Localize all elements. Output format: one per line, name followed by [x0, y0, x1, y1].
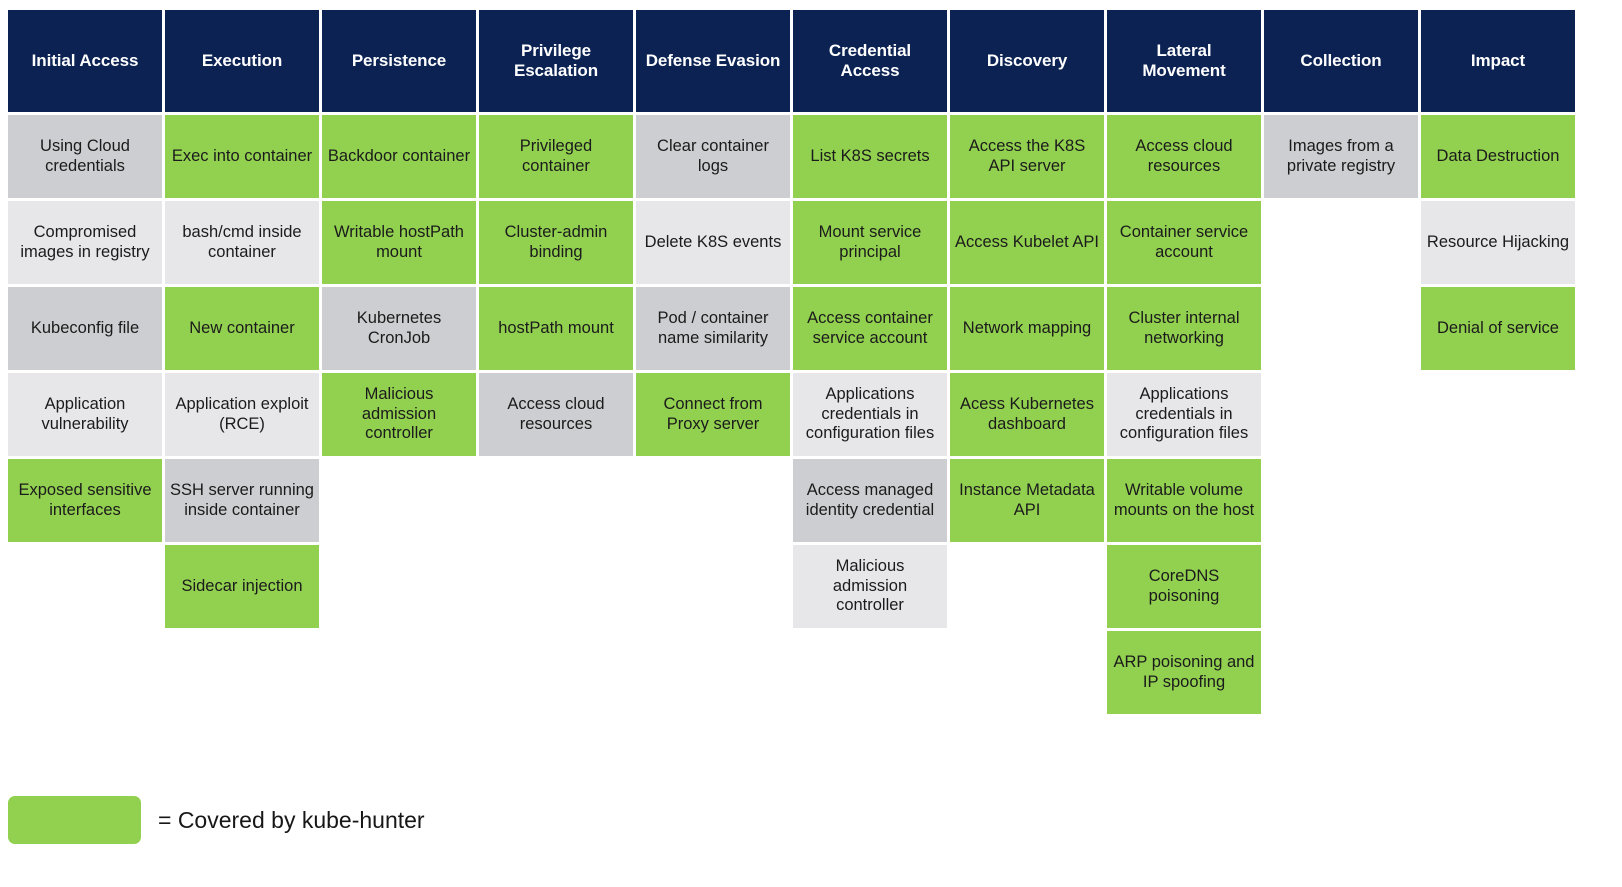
technique-cell[interactable]: Privileged container	[479, 115, 633, 198]
technique-cell[interactable]: Access cloud resources	[479, 373, 633, 456]
technique-cell[interactable]: CoreDNS poisoning	[1107, 545, 1261, 628]
column-header: Privilege Escalation	[479, 10, 633, 112]
technique-cell[interactable]: Container service account	[1107, 201, 1261, 284]
technique-cell[interactable]: Cluster-admin binding	[479, 201, 633, 284]
technique-cell[interactable]: Network mapping	[950, 287, 1104, 370]
technique-cell[interactable]: Writable hostPath mount	[322, 201, 476, 284]
technique-cell[interactable]: SSH server running inside container	[165, 459, 319, 542]
technique-cell[interactable]: Access the K8S API server	[950, 115, 1104, 198]
technique-cell[interactable]: List K8S secrets	[793, 115, 947, 198]
column-header: Credential Access	[793, 10, 947, 112]
technique-cell[interactable]: Connect from Proxy server	[636, 373, 790, 456]
technique-cell[interactable]: Cluster internal networking	[1107, 287, 1261, 370]
technique-cell[interactable]: Acess Kubernetes dashboard	[950, 373, 1104, 456]
technique-cell[interactable]: Instance Metadata API	[950, 459, 1104, 542]
technique-cell[interactable]: Mount service principal	[793, 201, 947, 284]
technique-cell[interactable]: New container	[165, 287, 319, 370]
technique-cell[interactable]: Exec into container	[165, 115, 319, 198]
technique-cell[interactable]: Writable volume mounts on the host	[1107, 459, 1261, 542]
column-header: Initial Access	[8, 10, 162, 112]
column-header: Persistence	[322, 10, 476, 112]
technique-cell[interactable]: Clear container logs	[636, 115, 790, 198]
technique-cell[interactable]: Kubernetes CronJob	[322, 287, 476, 370]
technique-cell[interactable]: Backdoor container	[322, 115, 476, 198]
technique-cell[interactable]: Data Destruction	[1421, 115, 1575, 198]
technique-cell[interactable]: Denial of service	[1421, 287, 1575, 370]
technique-cell[interactable]: bash/cmd inside container	[165, 201, 319, 284]
technique-cell[interactable]: Malicious admission controller	[793, 545, 947, 628]
column-header: Lateral Movement	[1107, 10, 1261, 112]
column-header: Defense Evasion	[636, 10, 790, 112]
column-header: Impact	[1421, 10, 1575, 112]
technique-cell[interactable]: Access Kubelet API	[950, 201, 1104, 284]
legend-label: = Covered by kube-hunter	[158, 806, 425, 833]
technique-cell[interactable]: Exposed sensitive interfaces	[8, 459, 162, 542]
technique-cell[interactable]: Application vulnerability	[8, 373, 162, 456]
technique-cell[interactable]: Images from a private registry	[1264, 115, 1418, 198]
column-header: Collection	[1264, 10, 1418, 112]
column-header: Discovery	[950, 10, 1104, 112]
technique-cell[interactable]: Access container service account	[793, 287, 947, 370]
technique-cell[interactable]: Using Cloud credentials	[8, 115, 162, 198]
technique-cell[interactable]: hostPath mount	[479, 287, 633, 370]
technique-cell[interactable]: Malicious admission controller	[322, 373, 476, 456]
technique-cell[interactable]: Access cloud resources	[1107, 115, 1261, 198]
technique-cell[interactable]: Access managed identity credential	[793, 459, 947, 542]
technique-cell[interactable]: ARP poisoning and IP spoofing	[1107, 631, 1261, 714]
legend: = Covered by kube-hunter	[8, 796, 425, 844]
technique-cell[interactable]: Delete K8S events	[636, 201, 790, 284]
technique-cell[interactable]: Kubeconfig file	[8, 287, 162, 370]
column-header: Execution	[165, 10, 319, 112]
technique-cell[interactable]: Application exploit (RCE)	[165, 373, 319, 456]
technique-cell[interactable]: Applications credentials in configuratio…	[793, 373, 947, 456]
technique-cell[interactable]: Compromised images in registry	[8, 201, 162, 284]
legend-swatch-covered	[8, 796, 141, 844]
technique-cell[interactable]: Resource Hijacking	[1421, 201, 1575, 284]
technique-cell[interactable]: Pod / container name similarity	[636, 287, 790, 370]
technique-cell[interactable]: Sidecar injection	[165, 545, 319, 628]
technique-cell[interactable]: Applications credentials in configuratio…	[1107, 373, 1261, 456]
